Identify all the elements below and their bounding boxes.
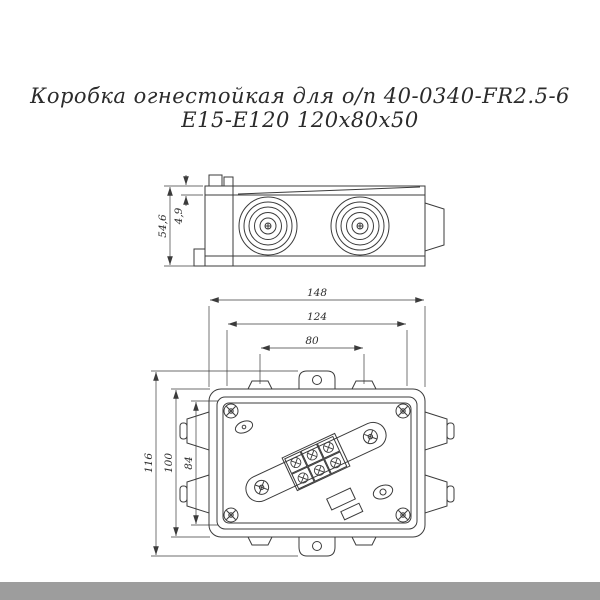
gland-membrane-right [330,196,390,256]
plan-gland-left-top [186,411,210,451]
dim-label-height-mid: 100 [163,453,175,473]
plan-body-inner2 [222,402,412,524]
corner-screw-icon [223,403,239,419]
terminal-screw-icon [288,455,303,470]
top-entry-right [351,380,377,390]
plan-gland-right-top-cap [446,422,455,440]
terminal-screw-icon [312,463,327,478]
dim-label-overall-height: 54,6 [157,214,169,238]
plan-gland-right-top [424,411,448,451]
gland-membrane-left [238,196,298,256]
dim-label-width-overall: 148 [307,287,327,299]
dim-label-height-inner: 84 [183,456,195,469]
dim-label-height-overall: 116 [143,453,155,473]
terminal-cell [284,451,308,475]
rail-screw-icon [360,426,381,447]
side-view [193,174,445,267]
lid-clip-icon [208,174,223,187]
terminal-screw-icon [328,455,343,470]
corner-screw-icon [223,507,239,523]
terminal-screw-icon [305,447,320,463]
plan-gland-left-bottom-cap [179,485,188,503]
vent-grid-small [340,502,364,521]
side-view-dimensions: 54,6 4,9 [157,175,203,267]
side-gland-right [424,202,445,252]
plan-view-dimensions-vertical: 116 100 84 [143,370,298,557]
mounting-hole-top [312,375,322,385]
plan-gland-right-bottom [424,474,448,514]
terminal-cell [291,466,315,490]
plan-body-inner [216,396,418,530]
terminal-screw-icon [321,440,336,455]
terminal-cluster [281,432,351,492]
terminal-cell [316,435,341,459]
plan-view-dimensions-horizontal: 148 124 80 [208,287,426,387]
dim-label-lid-height: 4,9 [173,207,185,225]
footer-bar [0,582,600,600]
interior-oval-screw [372,484,394,500]
drawing-title: Коробка огнестойкая для о/п 40-0340-FR2.… [0,84,600,132]
bottom-entry-right [351,536,377,546]
dim-label-width-inner: 80 [305,335,319,347]
mounting-tab-top [298,370,336,389]
bottom-entry-left [247,536,273,546]
terminal-screw-icon [295,470,311,486]
plan-gland-left-top-cap [179,422,188,440]
plan-gland-left-bottom [186,474,210,514]
hatched-foot [193,248,206,267]
terminal-cell [323,451,348,475]
lid-clip-icon [223,176,234,187]
mounting-tab-bottom [298,537,336,557]
hatched-section [204,185,234,267]
mounting-hole-bottom [312,541,322,551]
lid-chamfer-line [237,186,421,195]
dim-label-width-mid: 124 [307,311,327,323]
top-entry-left [247,380,273,390]
terminal-block-assembly [245,421,387,503]
plan-gland-right-bottom-cap [446,485,455,503]
corner-screw-icon [395,403,411,419]
corner-screw-icon [395,507,411,523]
rail-screw-icon [251,477,272,498]
bottom-rib-strip [232,255,426,267]
drawing-title-line1: Коробка огнестойкая для о/п 40-0340-FR2.… [30,84,570,108]
interior-slot [234,420,254,434]
terminal-cell [300,443,324,467]
box-body [204,194,426,257]
plan-view [179,370,455,557]
terminal-cell [307,458,332,482]
plan-body-outer [208,388,426,538]
drawing-title-line2: Е15-Е120 120х80х50 [181,108,419,132]
vent-grid [326,487,356,511]
